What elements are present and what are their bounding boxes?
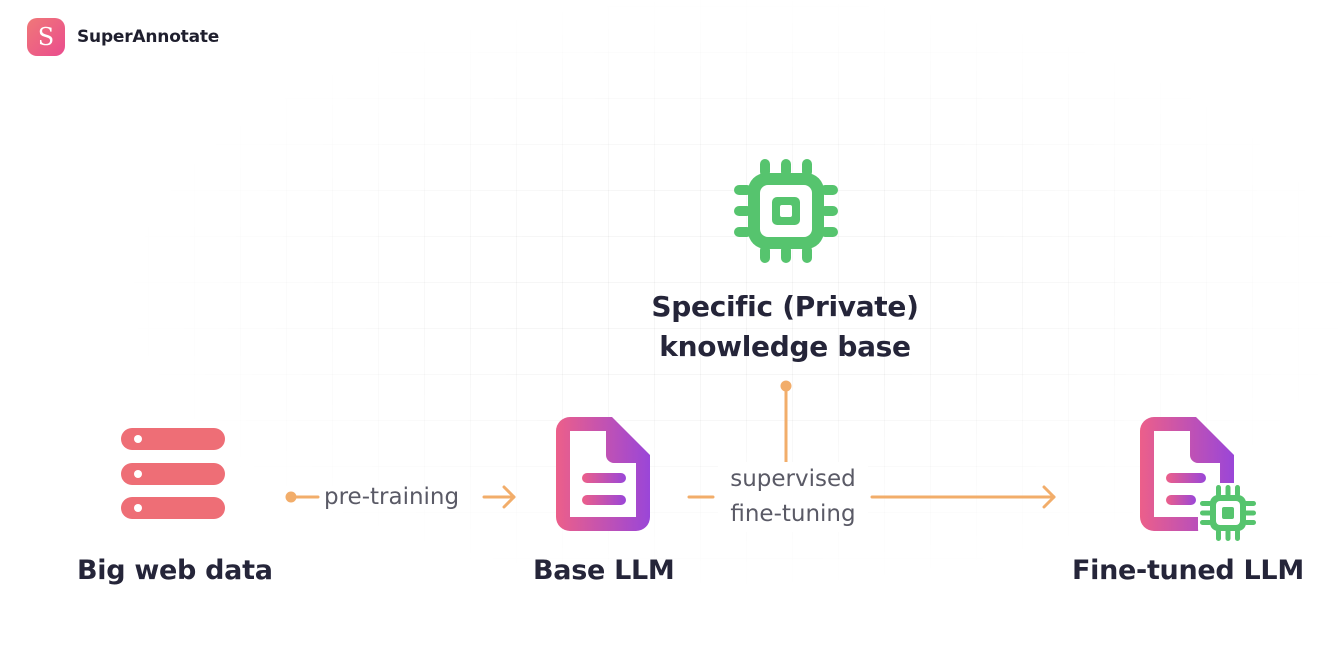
edge-knowledge-drop [780,380,792,464]
node-label-big-web-data: Big web data [77,555,273,586]
edge-label-pre-training: pre-training [324,484,460,510]
node-label-base-llm: Base LLM [533,555,675,586]
chip-icon [734,159,838,263]
edge-pre-training-arrow [285,485,516,509]
document-icon [556,417,650,531]
document-chip-icon [1140,417,1258,543]
logo-mark: S [27,18,65,56]
server-stack-icon [121,428,225,519]
logo-letter: S [37,23,55,51]
edge-label-supervised-fine-tuning: supervised fine-tuning [718,462,868,532]
node-label-knowledge-base: Specific (Private) knowledge base [585,287,985,367]
fine-tuning-line-2: fine-tuning [730,501,856,527]
brand-name: SuperAnnotate [77,27,220,47]
node-label-fine-tuned-llm: Fine-tuned LLM [1072,555,1304,586]
knowledge-base-line-2: knowledge base [659,330,911,363]
fine-tuning-line-1: supervised [730,466,856,492]
superannotate-logo[interactable]: S SuperAnnotate [27,18,219,56]
knowledge-base-line-1: Specific (Private) [651,290,919,323]
edge-fine-tuning-arrow [687,485,1056,509]
